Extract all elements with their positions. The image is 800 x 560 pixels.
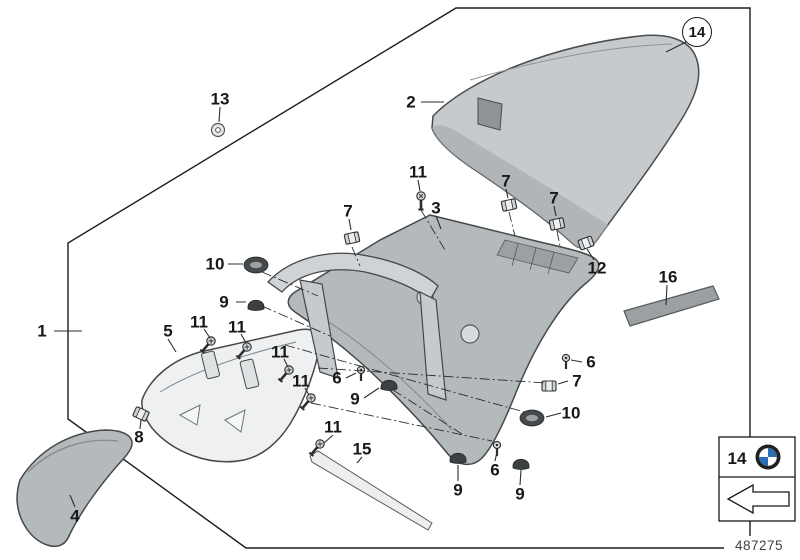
callout-3: 3 [431,198,441,218]
diagram-frame [67,7,751,549]
callout-1: 1 [37,321,47,341]
callout-6: 6 [490,460,500,480]
part-adhesive-strip [623,285,720,327]
callout-8: 8 [134,427,144,447]
callout-16: 16 [658,267,678,287]
callout-10: 10 [561,403,581,423]
callout-7: 7 [572,371,582,391]
callout-7: 7 [501,171,511,191]
callout-6: 6 [332,368,342,388]
callout-11: 11 [409,162,427,182]
callout-7: 7 [343,201,353,221]
callout-11: 11 [228,317,246,337]
part-rod [309,450,433,531]
callout-9: 9 [350,389,360,409]
part-grab-rail [267,252,447,401]
callout-4: 4 [70,506,80,526]
callout-10: 10 [205,254,225,274]
part-side-rail [141,328,321,463]
legend-ref-label: 14 [728,449,747,468]
legend-box: 14 [718,436,796,522]
callout-2: 2 [406,92,416,112]
leader-lines [54,41,687,508]
drawing-number: 487275 [735,538,783,553]
direction-arrow-icon [726,483,790,515]
callout-15: 15 [352,439,372,459]
callout-12: 12 [587,258,607,278]
callout-11: 11 [324,417,342,437]
callout-14: 14 [682,17,712,47]
callout-11: 11 [292,371,310,391]
part-seat-cowl [431,34,700,249]
callout-6: 6 [586,352,596,372]
callout-11: 11 [271,342,289,362]
callout-7: 7 [549,188,559,208]
callout-9: 9 [453,480,463,500]
callout-11: 11 [190,312,208,332]
callout-9: 9 [515,484,525,504]
part-side-trim [16,429,133,548]
callout-9: 9 [219,292,229,312]
callout-13: 13 [210,89,230,109]
bmw-logo-icon [755,444,781,470]
callout-5: 5 [163,321,173,341]
drawing-number-block: 487275 [724,536,794,554]
